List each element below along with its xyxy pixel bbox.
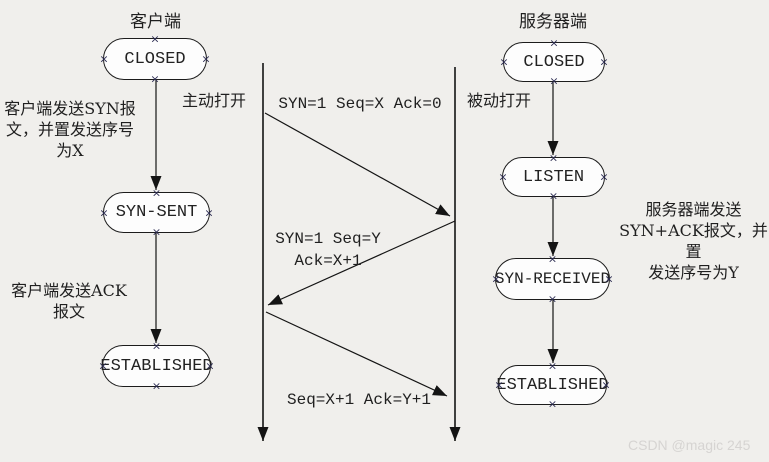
connection-point-icon: × <box>547 359 558 373</box>
message-arrow-ack <box>265 311 448 397</box>
client-syn-note: 客户端发送SYN报 文，并置发送序号 为X <box>4 99 136 161</box>
server-state-closed: CLOSED × × × × <box>499 38 609 87</box>
message-arrow-synack <box>267 220 456 306</box>
connection-point-icon: × <box>205 359 215 373</box>
client-lane-title: 客户端 <box>130 12 181 32</box>
connection-point-icon: × <box>548 151 559 165</box>
message-label-ack: Seq=X+1 Ack=Y+1 <box>286 391 432 409</box>
connection-point-icon: × <box>547 252 558 266</box>
connection-point-icon: × <box>547 292 558 306</box>
server-passive-open-label: 被动打开 <box>466 91 531 110</box>
connection-point-icon: × <box>547 397 558 411</box>
connection-point-icon: × <box>599 55 609 69</box>
connection-point-icon: × <box>204 206 214 219</box>
server-state-syn-received: SYN-RECEIVED × × × × <box>491 254 614 305</box>
connection-point-icon: × <box>99 206 109 219</box>
message-arrow-syn <box>264 112 451 217</box>
connection-point-icon: × <box>151 379 162 393</box>
connection-point-icon: × <box>201 52 211 66</box>
connection-point-icon: × <box>150 32 160 46</box>
client-ack-note: 客户端发送ACK 报文 <box>11 281 127 322</box>
state-label: LISTEN <box>522 167 585 187</box>
connection-point-icon: × <box>151 186 162 200</box>
client-state-established: ESTABLISHED × × × × <box>98 341 215 392</box>
connection-point-icon: × <box>491 272 501 286</box>
connection-point-icon: × <box>151 339 162 353</box>
server-synack-note: 服务器端发送 SYN+ACK报文，并置 发送序号为Y <box>619 200 768 283</box>
connection-point-icon: × <box>494 378 504 392</box>
connection-point-icon: × <box>99 52 109 66</box>
csdn-watermark: CSDN @magic 245 <box>628 437 751 453</box>
connection-point-icon: × <box>599 170 609 184</box>
server-lane-title: 服务器端 <box>519 12 587 32</box>
state-label: ESTABLISHED <box>496 375 609 395</box>
message-label-syn: SYN=1 Seq=X Ack=0 <box>278 95 442 113</box>
server-state-listen: LISTEN × × × × <box>498 153 609 202</box>
client-active-open-label: 主动打开 <box>181 91 246 110</box>
connection-point-icon: × <box>498 170 508 184</box>
client-state-syn-sent: SYN-SENT × × × × <box>99 188 214 238</box>
state-label: ESTABLISHED <box>100 356 213 376</box>
client-state-closed: CLOSED × × × × <box>99 34 211 85</box>
connection-point-icon: × <box>548 189 559 203</box>
server-state-established: ESTABLISHED × × × × <box>494 361 611 410</box>
connection-point-icon: × <box>150 72 160 86</box>
state-label: CLOSED <box>523 52 585 72</box>
message-label-synack: SYN=1 Seq=Y Ack=X+1 <box>275 230 381 271</box>
connection-point-icon: × <box>549 74 559 88</box>
connection-point-icon: × <box>549 36 559 50</box>
connection-point-icon: × <box>601 378 611 392</box>
connection-point-icon: × <box>499 55 509 69</box>
connection-point-icon: × <box>604 272 614 286</box>
state-label: SYN-RECEIVED <box>494 270 611 288</box>
state-label: SYN-SENT <box>115 203 198 222</box>
connection-point-icon: × <box>98 359 108 373</box>
state-label: CLOSED <box>124 49 186 69</box>
connection-point-icon: × <box>151 225 162 239</box>
